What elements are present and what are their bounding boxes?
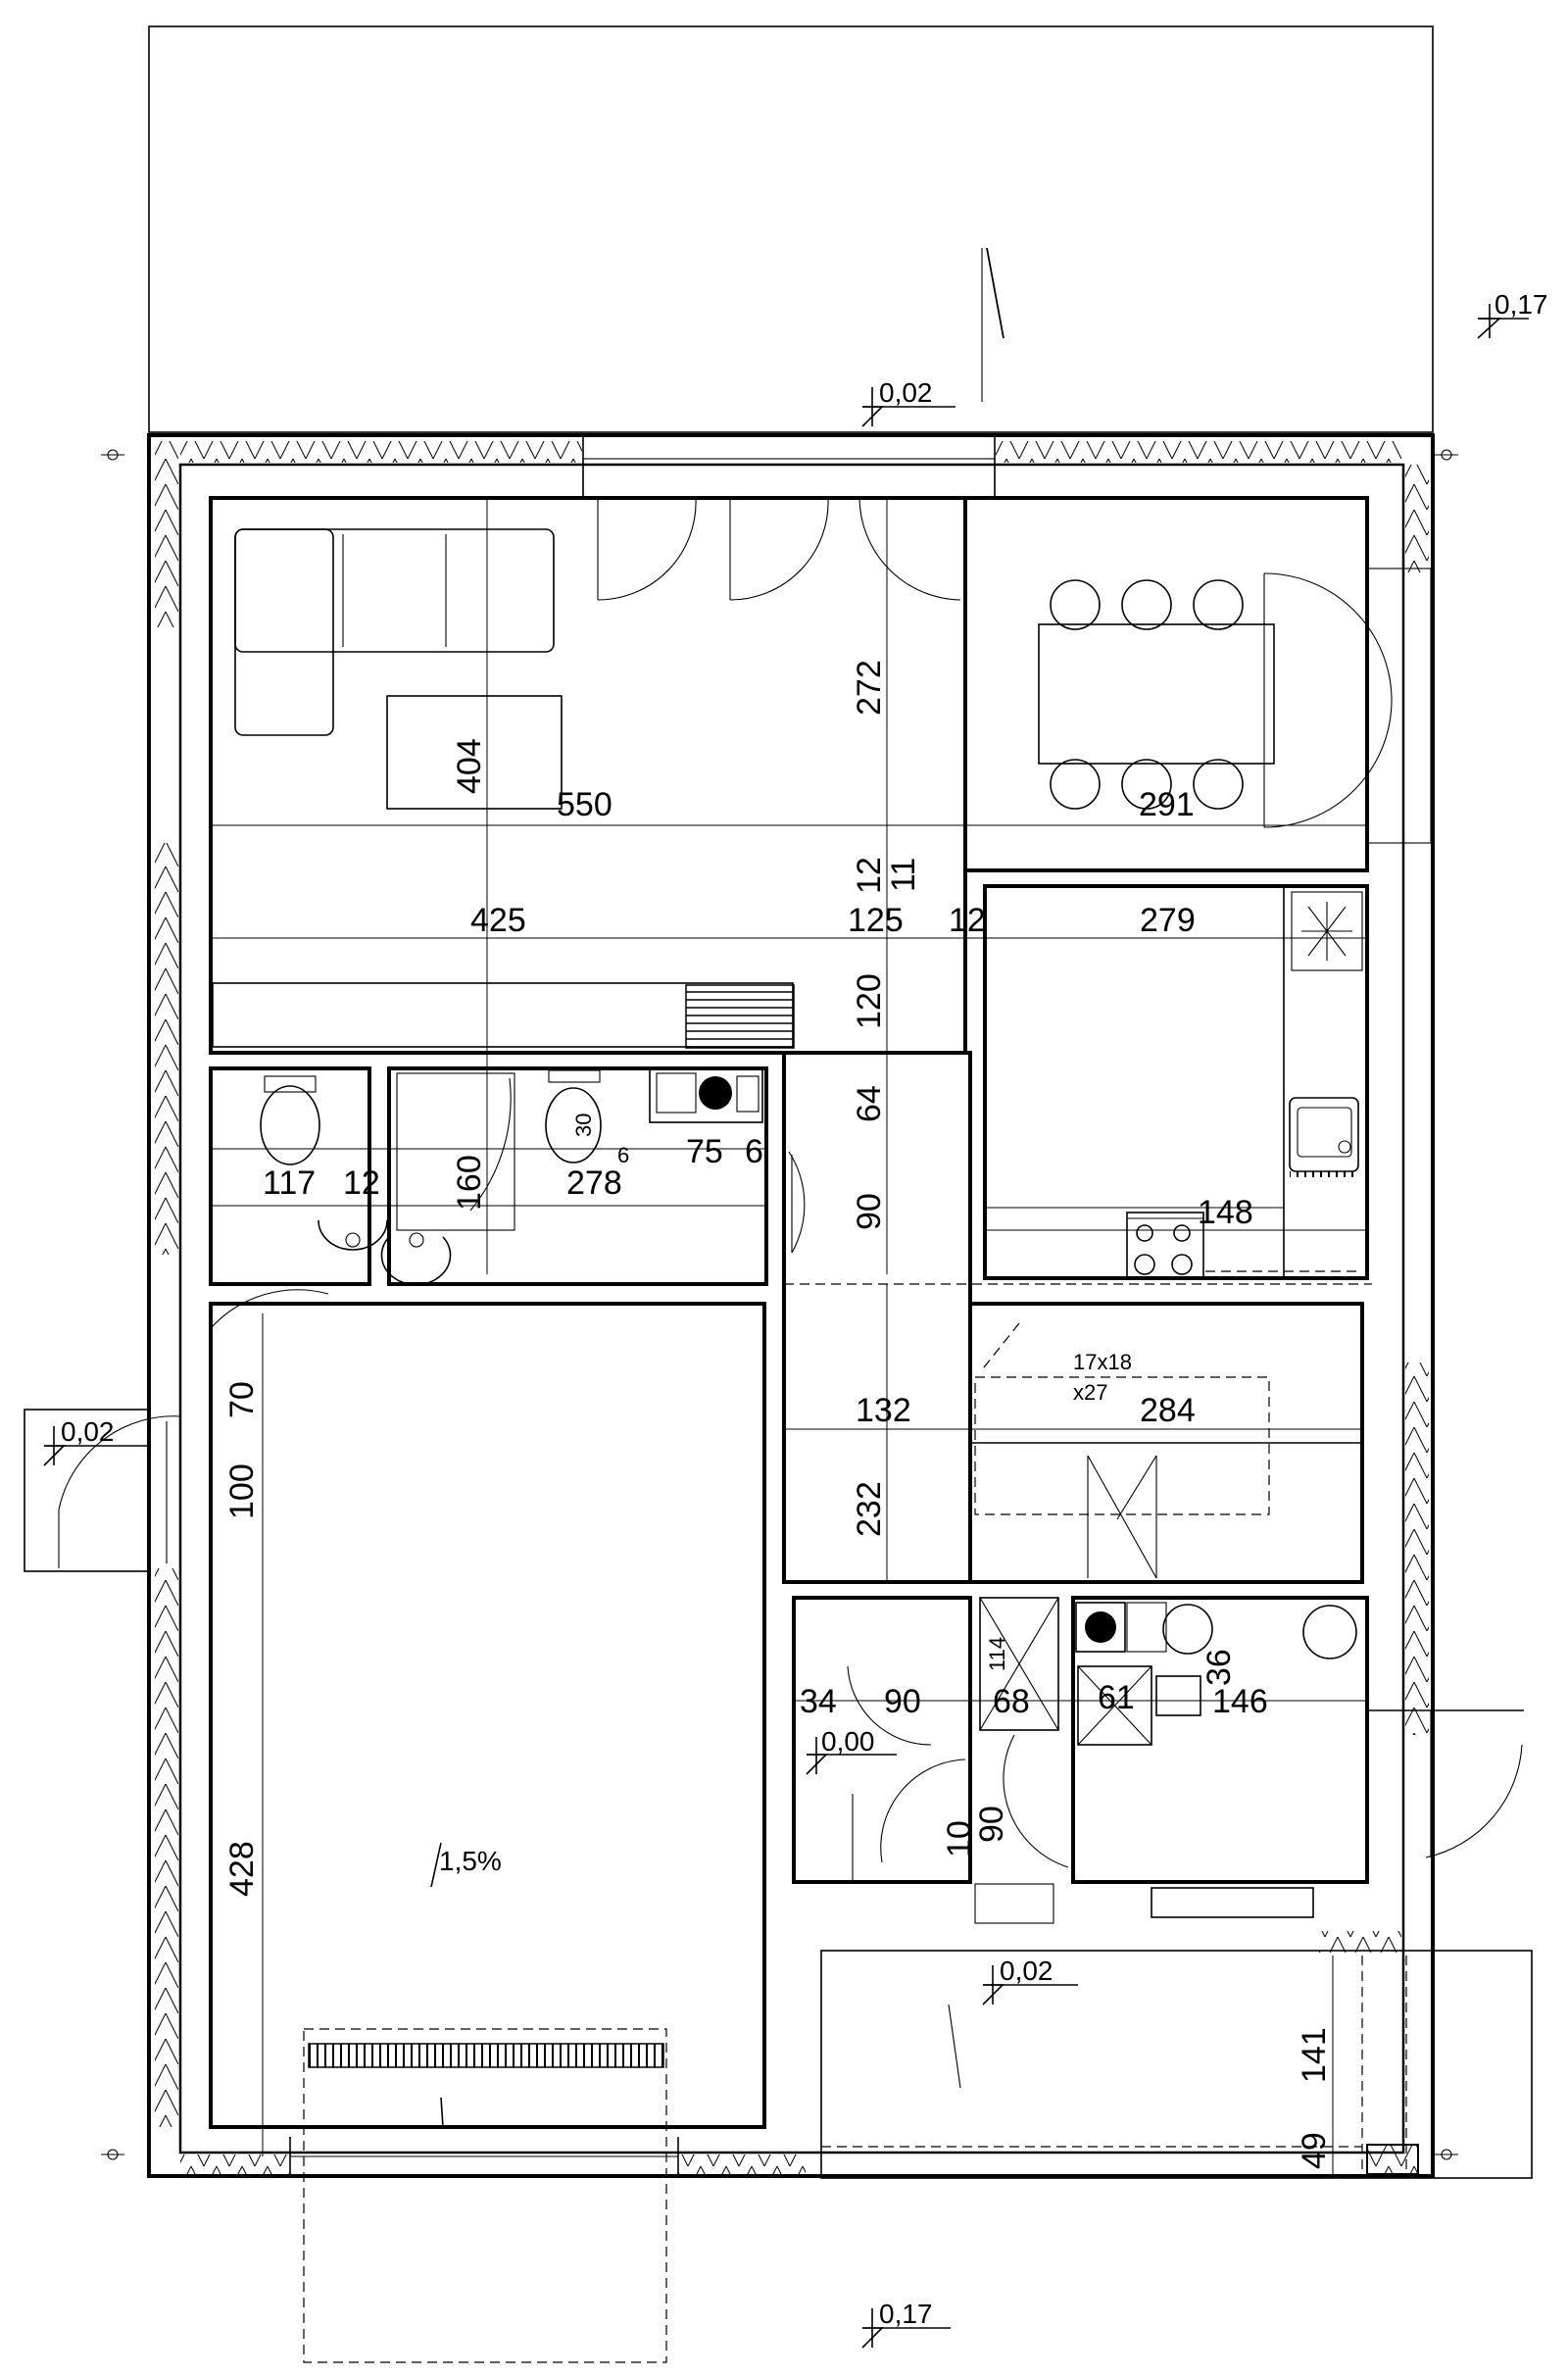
dim-label: 146 (1212, 1683, 1268, 1720)
level-marker-bottom-terrace: 0,02 (982, 1956, 1078, 2006)
upper-terrace (148, 25, 1434, 433)
dim-label: 425 (470, 902, 526, 939)
dim-label: 49 (1296, 2132, 1333, 2169)
dim-label: 64 (851, 1085, 888, 1122)
dim-label: 61 (1098, 1679, 1135, 1716)
dim-label: 272 (851, 660, 888, 716)
level-label: 0,17 (879, 2299, 933, 2329)
dim-label: 34 (800, 1683, 837, 1720)
dim-label: 148 (1198, 1194, 1253, 1231)
dim-label: 68 (993, 1683, 1030, 1720)
dim-label: 232 (851, 1481, 888, 1537)
level-label: 0,02 (61, 1416, 115, 1447)
dining-room (963, 496, 1432, 872)
boiler-icon (649, 1067, 763, 1123)
dim-label: 90 (851, 1193, 888, 1230)
level-label: 0,17 (1494, 289, 1548, 320)
level-label: 0,02 (879, 377, 933, 408)
dim-label: 6 (745, 1133, 763, 1170)
level-marker-top-right: 0,17 (1477, 289, 1548, 339)
sink-icon (1289, 1097, 1359, 1177)
level-marker-hall: 0,00 (806, 1726, 897, 1775)
dimension-lines (211, 498, 1367, 2176)
dim-label: 12 (949, 902, 986, 939)
dim-label: 125 (848, 902, 904, 939)
dim-label: 12 (343, 1164, 380, 1202)
dim-label: 90 (884, 1683, 921, 1720)
terrace-door (582, 435, 996, 601)
dimension-labels: 550 291 404 272 425 125 12 12 11 279 120… (223, 660, 1333, 2169)
exterior-walls (147, 433, 1435, 2178)
dim-label: 428 (223, 1841, 261, 1897)
garage (209, 1289, 766, 2363)
grid-markers (101, 449, 1458, 2160)
staircase (968, 1302, 1364, 1584)
dim-label: 550 (557, 786, 612, 823)
dim-label: 70 (223, 1381, 261, 1418)
dim-label: 132 (856, 1392, 911, 1429)
level-marker-terrace: 0,02 (861, 377, 956, 427)
dim-label: 90 (973, 1806, 1010, 1843)
wc (209, 1066, 388, 1286)
slope-label: 1,5% (439, 1846, 502, 1876)
dim-label: 12 (851, 857, 888, 894)
garage-front-door (289, 2137, 679, 2176)
bottom-terrace (820, 1950, 1533, 2179)
sofa (234, 528, 563, 810)
stair-steps-label: 17x18 (1073, 1350, 1132, 1374)
stair-count-label: x27 (1073, 1380, 1107, 1405)
dim-label: 120 (851, 973, 888, 1029)
level-label: 0,02 (1000, 1956, 1054, 1986)
dim-label: 114 (985, 1637, 1009, 1671)
dim-label: 10 (941, 1820, 978, 1857)
dim-label: 284 (1140, 1392, 1196, 1429)
level-marker-bottom: 0,17 (861, 2299, 951, 2349)
dim-label: 100 (223, 1463, 261, 1519)
dim-label: 291 (1139, 786, 1195, 823)
bathroom (211, 1066, 768, 1286)
dim-label: 6 (617, 1143, 629, 1167)
dim-label: 278 (566, 1164, 622, 1202)
storage-room (792, 1596, 1059, 1884)
exhaust-icon (1301, 902, 1352, 961)
dim-label: 36 (1200, 1649, 1238, 1686)
living-room (209, 496, 967, 1055)
dim-label: 75 (686, 1133, 723, 1170)
cooktop-icon (1126, 1212, 1204, 1280)
technical-room (974, 1596, 1524, 1924)
dim-label: 30 (571, 1114, 596, 1137)
dim-label: 117 (263, 1164, 316, 1202)
left-entrance (24, 1409, 182, 1572)
dim-label: 404 (451, 738, 488, 794)
dim-label: 141 (1296, 2027, 1333, 2083)
dim-label: 279 (1140, 902, 1196, 939)
level-marker-left-entrance: 0,02 (43, 1416, 147, 1466)
dim-label: 11 (885, 858, 922, 892)
level-label: 0,00 (821, 1726, 875, 1757)
kitchen (983, 884, 1369, 1280)
dim-label: 160 (451, 1155, 488, 1211)
